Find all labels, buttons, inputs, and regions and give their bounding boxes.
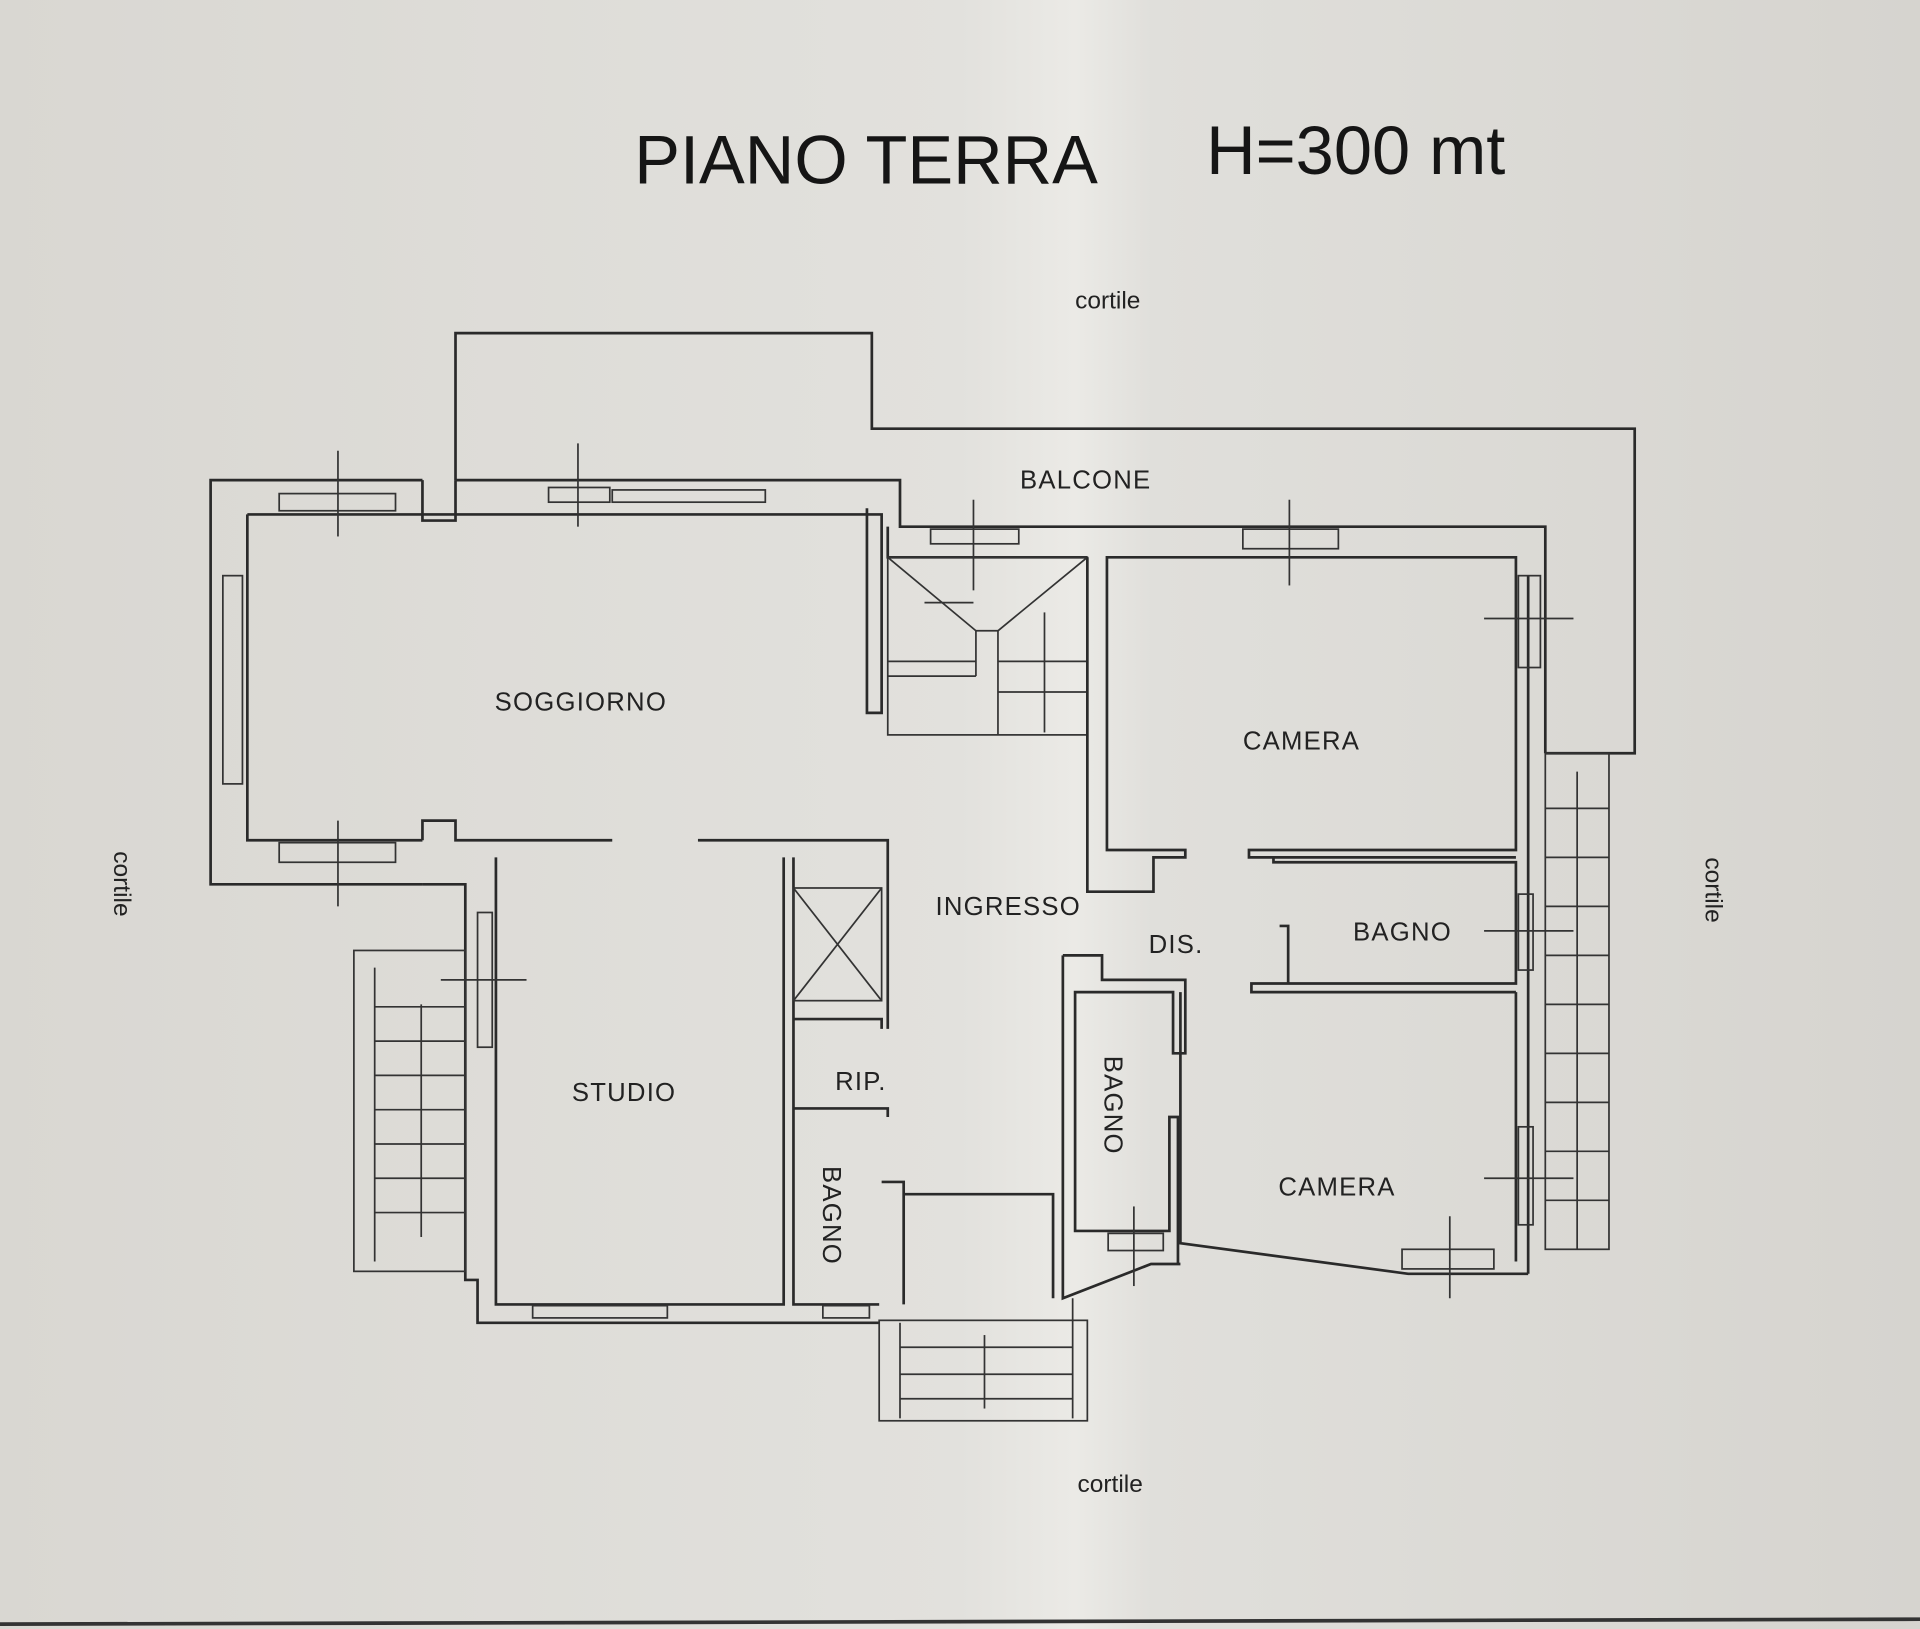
- room-camera-bottom: CAMERA: [1278, 1173, 1395, 1201]
- label-cortile-left: cortile: [108, 851, 135, 916]
- room-dis: DIS.: [1149, 931, 1204, 959]
- label-cortile-bottom: cortile: [1078, 1471, 1143, 1498]
- label-cortile-right: cortile: [1700, 857, 1727, 922]
- title-floor: PIANO TERRA: [634, 122, 1098, 199]
- title-height: H=300 mt: [1206, 112, 1505, 189]
- room-bagno-right: BAGNO: [1353, 919, 1452, 947]
- walls: [209, 331, 1637, 1422]
- room-bagno-center: BAGNO: [1098, 1056, 1126, 1155]
- label-cortile-top: cortile: [1075, 288, 1140, 315]
- windows: [222, 443, 1574, 1319]
- room-balcone: BALCONE: [1020, 467, 1151, 495]
- room-ingresso: INGRESSO: [936, 893, 1081, 921]
- room-camera-top: CAMERA: [1243, 728, 1360, 756]
- room-studio: STUDIO: [572, 1079, 676, 1107]
- page-edge-line: [0, 1617, 1920, 1626]
- room-bagno-small: BAGNO: [817, 1166, 845, 1265]
- room-soggiorno: SOGGIORNO: [495, 688, 667, 716]
- room-rip: RIP.: [835, 1068, 887, 1096]
